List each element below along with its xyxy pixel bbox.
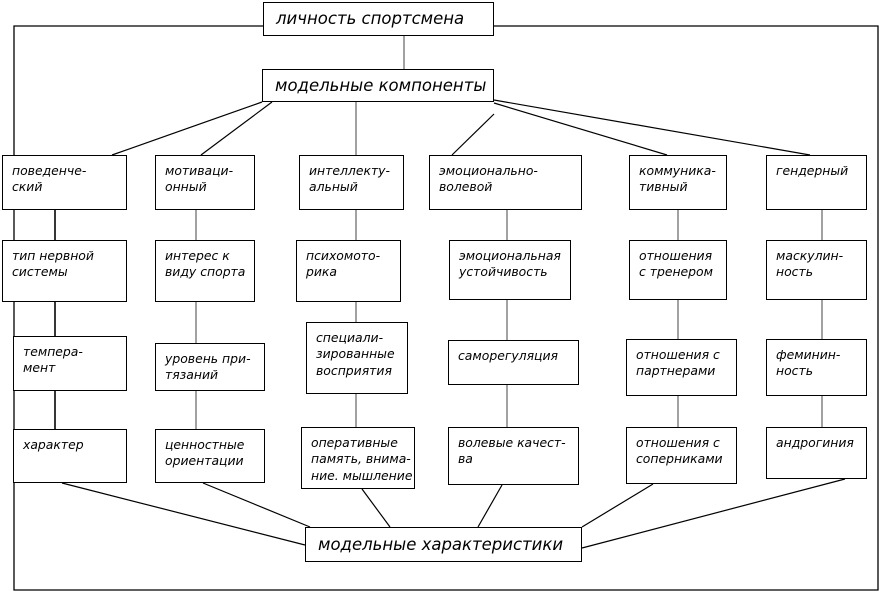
node-behavioral[interactable]: поведенче- ский (2, 155, 127, 210)
node-intellectual[interactable]: интеллекту- альный (299, 155, 404, 210)
node-label: личность спортсмена (276, 9, 465, 29)
node-label: мотиваци- онный (165, 163, 234, 195)
node-femininity[interactable]: феминин- ность (766, 339, 867, 396)
edge-memory-characteristics (361, 488, 391, 528)
node-androgyny[interactable]: андрогиния (766, 427, 867, 479)
node-model-components[interactable]: модельные компоненты (262, 69, 494, 102)
node-emotional-volitional[interactable]: эмоционально- волевой (429, 155, 582, 210)
node-label: отношения с тренером (639, 248, 713, 280)
edge-androgyny-characteristics (581, 478, 846, 549)
node-nervous-system-type[interactable]: тип нервной системы (2, 240, 127, 302)
node-self-regulation[interactable]: саморегуляция (448, 340, 579, 385)
node-communicative[interactable]: коммуника- тивный (629, 155, 727, 210)
node-temperament[interactable]: темпера- мент (13, 336, 127, 391)
node-motivational[interactable]: мотиваци- онный (155, 155, 255, 210)
edge-character-characteristics (61, 482, 306, 546)
node-label: оперативные память, внима- ние. мышление (311, 435, 413, 483)
node-label: отношения с партнерами (636, 347, 720, 379)
node-emotional-stability[interactable]: эмоциональная устойчивость (449, 240, 571, 300)
node-coach-relations[interactable]: отношения с тренером (629, 240, 727, 300)
node-character[interactable]: характер (13, 429, 127, 483)
node-value-orientations[interactable]: ценностные ориентации (155, 429, 265, 483)
node-label: интерес к виду спорта (165, 248, 246, 280)
node-interest-in-sport[interactable]: интерес к виду спорта (155, 240, 255, 302)
node-label: андрогиния (776, 435, 854, 450)
edges-components-to-columns (111, 99, 811, 156)
edge-components-motivational (200, 101, 273, 156)
node-label: модельные компоненты (275, 75, 487, 95)
node-partner-relations[interactable]: отношения с партнерами (626, 339, 737, 396)
node-psychomotor[interactable]: психомото- рика (296, 240, 401, 302)
edge-components-emotional (451, 113, 495, 156)
node-label: саморегуляция (458, 348, 558, 363)
edge-values-characteristics (202, 482, 311, 528)
node-label: специали- зированные восприятия (316, 330, 395, 378)
node-label: гендерный (776, 163, 849, 178)
edge-volitional-characteristics (477, 484, 503, 528)
node-label: уровень при- тязаний (165, 351, 251, 383)
node-label: эмоциональная устойчивость (459, 248, 561, 280)
node-label: волевые качест- ва (458, 435, 566, 467)
node-operative-memory[interactable]: оперативные память, внима- ние. мышление (301, 427, 415, 489)
node-gender[interactable]: гендерный (766, 155, 867, 210)
node-opponent-relations[interactable]: отношения с соперниками (626, 427, 737, 484)
node-label: маскулин- ность (776, 248, 844, 280)
edge-components-gender (493, 99, 811, 156)
node-specialized-perception[interactable]: специали- зированные восприятия (306, 322, 408, 394)
node-label: эмоционально- волевой (439, 163, 538, 195)
node-masculinity[interactable]: маскулин- ность (766, 240, 867, 300)
edge-components-communicative (493, 102, 668, 156)
edge-components-behavioral (111, 101, 263, 156)
outer-frame (13, 25, 879, 591)
node-label: отношения с соперниками (636, 435, 723, 467)
edge-opponents-characteristics (581, 483, 654, 528)
node-label: ценностные ориентации (165, 437, 245, 469)
node-label: коммуника- тивный (639, 163, 716, 195)
node-aspiration-level[interactable]: уровень при- тязаний (155, 343, 265, 391)
node-label: поведенче- ский (12, 163, 87, 195)
node-label: психомото- рика (306, 248, 381, 280)
node-label: интеллекту- альный (309, 163, 390, 195)
node-root-personality[interactable]: личность спортсмена (263, 2, 494, 36)
node-label: характер (23, 437, 84, 452)
node-label: темпера- мент (23, 344, 83, 376)
node-model-characteristics[interactable]: модельные характеристики (305, 527, 582, 562)
node-label: модельные характеристики (318, 534, 564, 554)
node-label: феминин- ность (776, 347, 841, 379)
node-volitional-qualities[interactable]: волевые качест- ва (448, 427, 579, 485)
node-label: тип нервной системы (12, 248, 94, 280)
